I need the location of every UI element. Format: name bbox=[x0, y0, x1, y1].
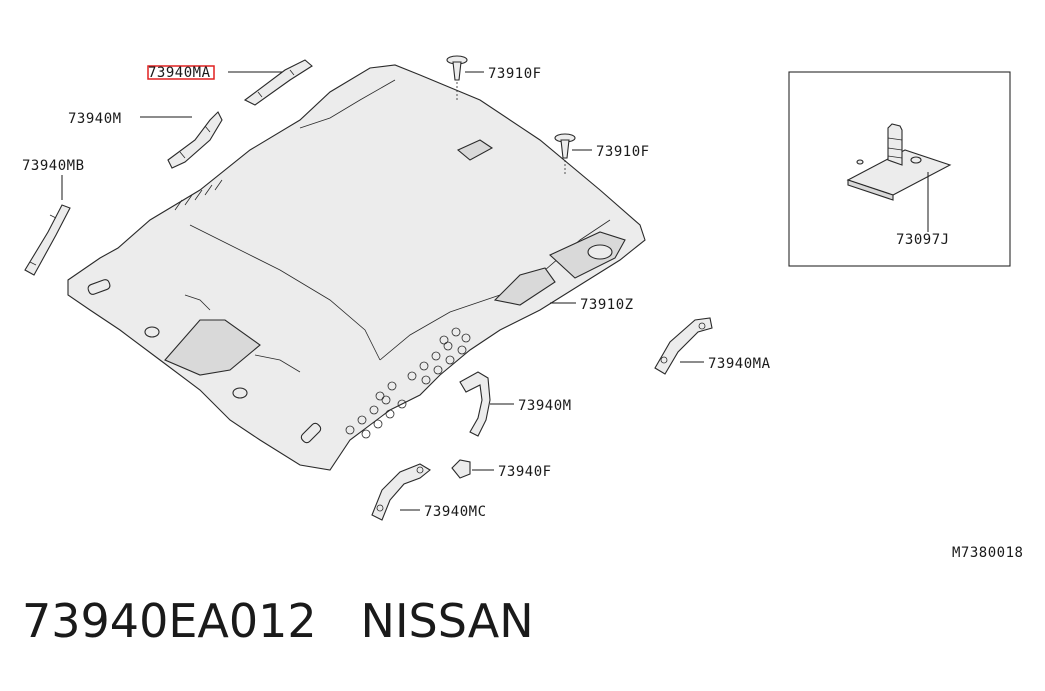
vent-grid bbox=[345, 327, 471, 439]
grip-73940ma-top bbox=[243, 59, 313, 106]
inset-part-73097j bbox=[846, 123, 952, 201]
clip-73910f-mid bbox=[554, 133, 576, 159]
footer-part-number: 73940EA012 bbox=[22, 594, 317, 648]
grip-73940mc bbox=[371, 463, 431, 521]
callout-73910f-mid: 73910F bbox=[596, 144, 650, 160]
grip-73940ma-right bbox=[654, 317, 713, 375]
callout-73940m-mid: 73940M bbox=[518, 398, 572, 414]
highlight-box bbox=[147, 65, 215, 80]
callout-73910f-top: 73910F bbox=[488, 66, 542, 82]
diagram-code: M7380018 bbox=[952, 545, 1023, 561]
callout-73940mc: 73940MC bbox=[424, 504, 487, 520]
callout-73910z: 73910Z bbox=[580, 297, 634, 313]
headlining-panel bbox=[67, 64, 646, 471]
callout-73940f: 73940F bbox=[498, 464, 552, 480]
callout-73940m-left: 73940M bbox=[68, 111, 122, 127]
callout-73940ma-right: 73940MA bbox=[708, 356, 771, 372]
clip-73940f bbox=[451, 459, 471, 479]
callout-73097j: 73097J bbox=[896, 232, 950, 248]
grip-73940m-mid bbox=[459, 371, 491, 437]
grip-73940m-left bbox=[167, 111, 223, 169]
inset-box: 73097J bbox=[788, 71, 1011, 267]
grip-73940mb-left bbox=[24, 204, 71, 276]
footer-brand: NISSAN bbox=[360, 594, 534, 648]
callout-73940mb-left: 73940MB bbox=[22, 158, 85, 174]
footer-caption: 73940EA012 NISSAN bbox=[22, 598, 534, 644]
clip-73910f-top bbox=[446, 55, 468, 81]
callout-73940ma-top: 73940MA bbox=[148, 65, 211, 81]
